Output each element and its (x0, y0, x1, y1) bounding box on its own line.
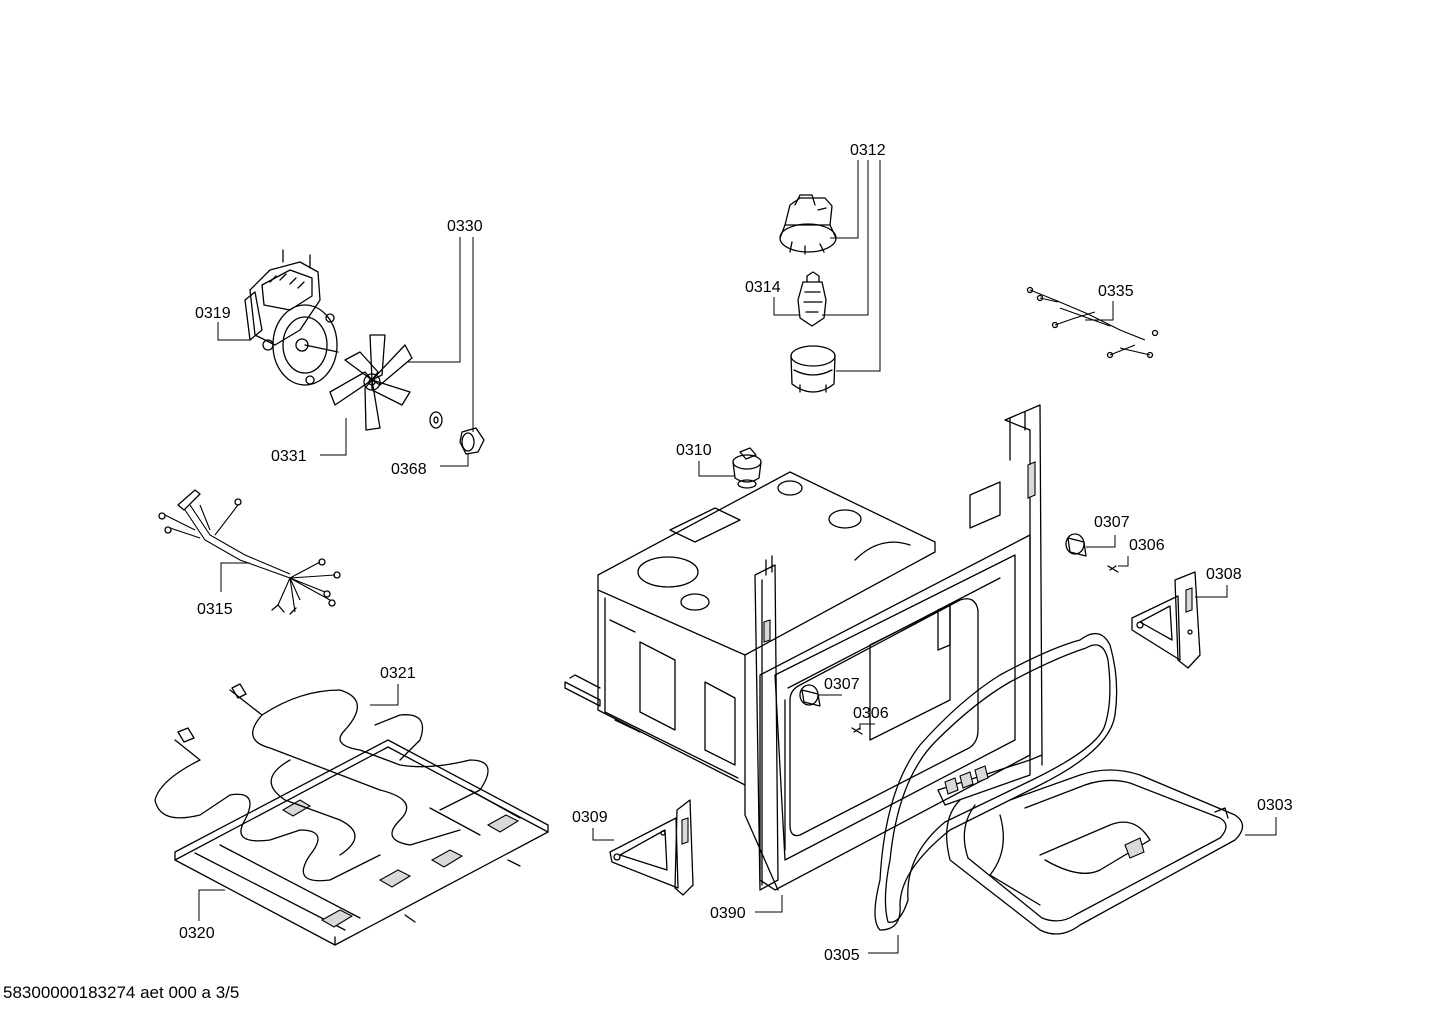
bracket-part (609, 799, 694, 896)
label-0331: 0331 (271, 448, 307, 465)
label-0314: 0314 (745, 279, 781, 296)
label-0330: 0330 (447, 218, 483, 235)
label-0310: 0310 (676, 442, 712, 459)
label-0305: 0305 (824, 947, 860, 964)
fan-motor-part (244, 249, 339, 386)
label-0308: 0308 (1206, 566, 1242, 583)
label-0321: 0321 (380, 665, 416, 682)
cable-harness-part (1026, 286, 1159, 359)
lamp-holder-part (779, 194, 837, 255)
label-0303: 0303 (1257, 797, 1293, 814)
wire-harness-part (158, 489, 341, 615)
fan-blade-part (329, 334, 413, 431)
label-0315: 0315 (197, 601, 233, 618)
part-labels: 0312 0330 0319 0314 0335 0331 0368 0310 … (179, 142, 1293, 964)
lamp-bulb-part (797, 271, 827, 327)
label-0368: 0368 (391, 461, 427, 478)
label-0307-left: 0307 (824, 676, 860, 693)
label-0312: 0312 (850, 142, 886, 159)
sensor-part (732, 447, 762, 489)
grill-element-part (937, 759, 1244, 935)
label-0309: 0309 (572, 809, 608, 826)
document-footer-id: 58300000183274 aet 000 a 3/5 (3, 983, 239, 1002)
label-0335: 0335 (1098, 283, 1134, 300)
label-0307-right: 0307 (1094, 514, 1130, 531)
leader-lines (198, 160, 1277, 954)
label-0306-left: 0306 (853, 705, 889, 722)
oven-cavity-part (564, 404, 1043, 891)
label-0320: 0320 (179, 925, 215, 942)
screw-part (851, 565, 1119, 735)
lamp-cover-part (790, 345, 836, 393)
bracket-part (1131, 571, 1201, 669)
label-0319: 0319 (195, 305, 231, 322)
label-0390: 0390 (710, 905, 746, 922)
ring-element-part (874, 633, 1118, 931)
nut-part (429, 411, 485, 455)
label-0306-right: 0306 (1129, 537, 1165, 554)
heating-element-part (154, 683, 549, 946)
